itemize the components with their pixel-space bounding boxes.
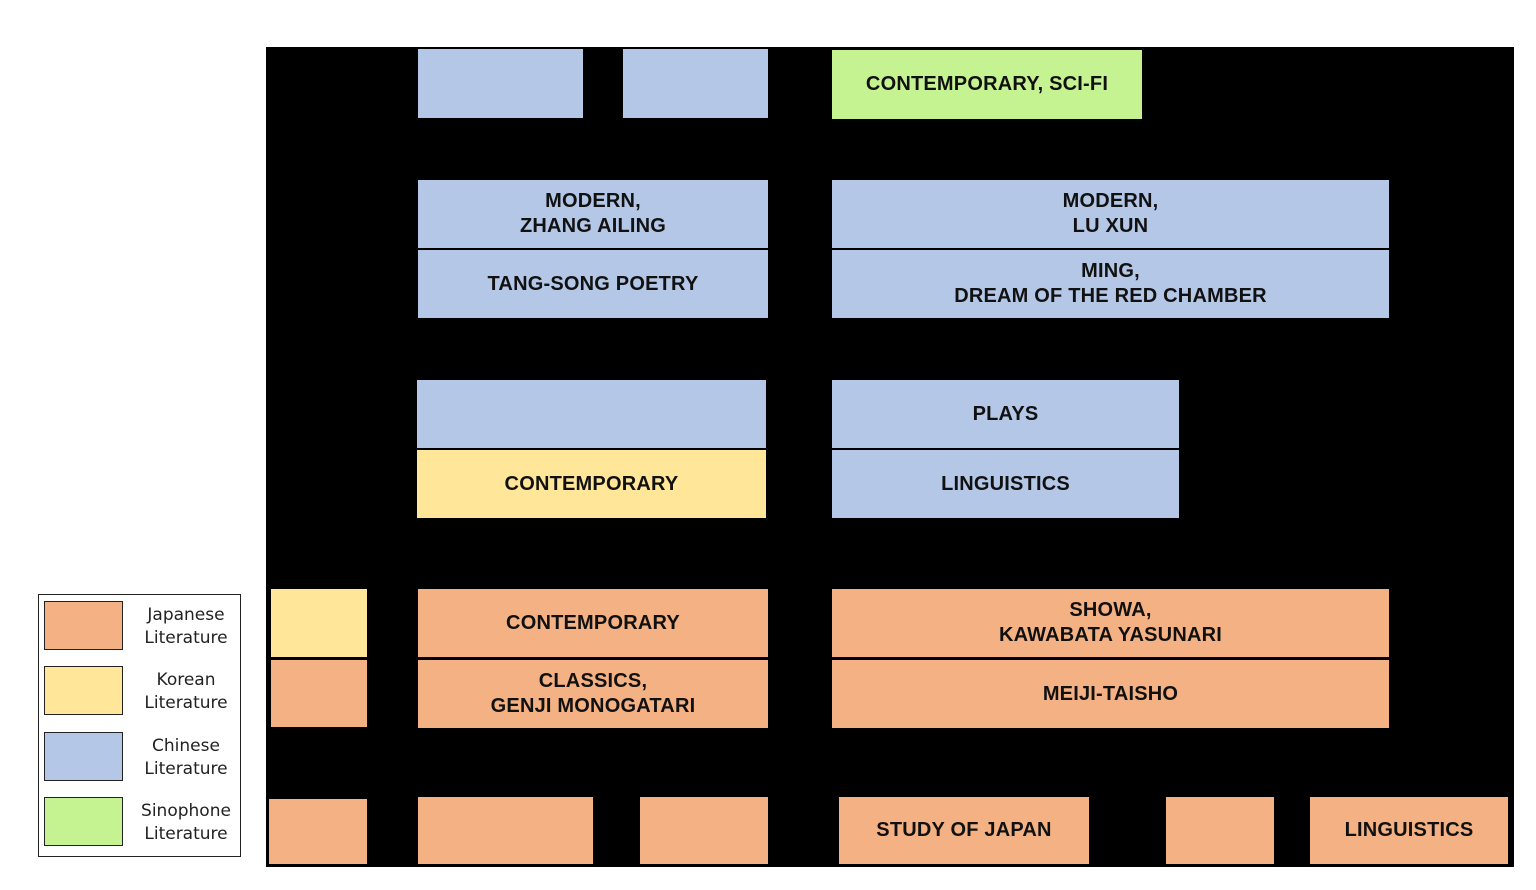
shelf-japanese-contemporary: CONTEMPORARY <box>418 589 768 657</box>
shelf-sinophone-contemporary-scifi: CONTEMPORARY, SCI-FI <box>832 50 1142 119</box>
shelf-japanese-study-of-japan: STUDY OF JAPAN <box>839 797 1089 864</box>
legend: Japanese Literature Korean Literature Ch… <box>38 594 241 857</box>
shelf-korean-blank <box>271 589 367 657</box>
legend-label-korean: Korean Literature <box>144 670 228 713</box>
legend-item-sinophone: Sinophone Literature <box>44 797 239 849</box>
shelf-japanese-blank-5 <box>1166 797 1274 864</box>
shelf-japanese-blank-1 <box>271 660 367 727</box>
shelf-chinese-modern-lu-xun: MODERN, LU XUN <box>832 180 1389 248</box>
shelf-japanese-blank-4 <box>640 797 768 864</box>
legend-swatch-korean <box>44 666 123 715</box>
legend-swatch-sinophone <box>44 797 123 846</box>
shelf-chinese-modern-zhang-ailing: MODERN, ZHANG AILING <box>418 180 768 248</box>
legend-item-japanese: Japanese Literature <box>44 601 239 653</box>
shelf-korean-contemporary: CONTEMPORARY <box>417 450 766 518</box>
shelf-chinese-blank-3 <box>417 380 766 448</box>
shelf-chinese-blank-1 <box>418 49 583 118</box>
shelf-chinese-ming-red-chamber: MING, DREAM OF THE RED CHAMBER <box>832 250 1389 318</box>
legend-swatch-japanese <box>44 601 123 650</box>
legend-label-japanese: Japanese Literature <box>144 605 228 648</box>
legend-item-chinese: Chinese Literature <box>44 732 239 784</box>
legend-label-chinese: Chinese Literature <box>144 736 228 779</box>
shelf-japanese-classics-genji: CLASSICS, GENJI MONOGATARI <box>418 660 768 728</box>
shelf-chinese-blank-2 <box>623 49 768 118</box>
shelf-chinese-linguistics: LINGUISTICS <box>832 450 1179 518</box>
shelf-chinese-plays: PLAYS <box>832 380 1179 448</box>
shelf-japanese-showa-kawabata: SHOWA, KAWABATA YASUNARI <box>832 589 1389 657</box>
shelf-japanese-blank-3 <box>418 797 593 864</box>
shelf-chinese-tang-song-poetry: TANG-SONG POETRY <box>418 250 768 318</box>
shelf-japanese-linguistics: LINGUISTICS <box>1310 797 1508 864</box>
legend-swatch-chinese <box>44 732 123 781</box>
legend-item-korean: Korean Literature <box>44 666 239 718</box>
legend-label-sinophone: Sinophone Literature <box>141 801 231 844</box>
shelf-japanese-meiji-taisho: MEIJI-TAISHO <box>832 660 1389 728</box>
shelf-japanese-blank-2 <box>269 799 367 864</box>
